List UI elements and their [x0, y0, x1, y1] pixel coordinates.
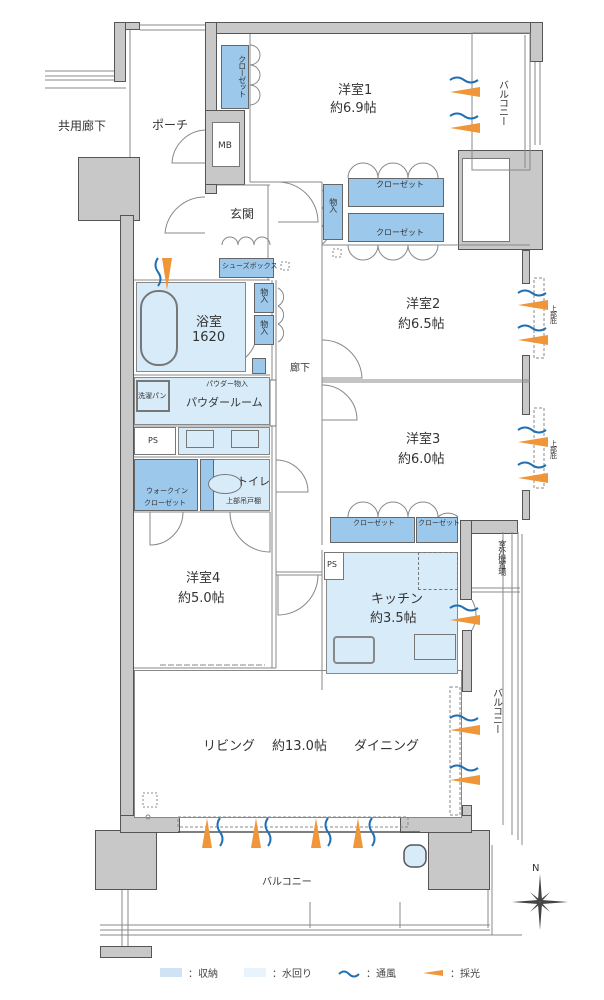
legend-wet-swatch: [244, 968, 266, 977]
compass-north-label: N: [532, 863, 540, 874]
walk-in-label-2: クローゼット: [144, 499, 186, 507]
kitchen-sink: [333, 636, 375, 664]
ldk-area-label: 約13.0帖: [272, 739, 327, 754]
walk-in-closet: [134, 459, 198, 511]
legend-storage-swatch: [160, 968, 182, 977]
wall-balcony-foot: [100, 946, 152, 958]
shoes-box: [219, 258, 274, 278]
closet-top-2: [348, 213, 444, 242]
shoes-box-label: シューズボックス: [222, 262, 278, 270]
closet-top-2-label: クローゼット: [376, 228, 424, 237]
ps-label-left: PS: [148, 436, 158, 445]
western4-area: 約5.0帖: [178, 591, 225, 606]
wall-ldk-right1: [462, 630, 472, 692]
western1-name: 洋室1: [338, 83, 373, 98]
upper-cabinet-label: 上部吊戸棚: [226, 497, 261, 505]
porch-label: ポーチ: [152, 118, 189, 132]
bedroom2-window-icons: [517, 289, 548, 345]
ps-box-left: [134, 427, 176, 455]
storage-hall-3: [254, 315, 274, 345]
closet-bedroom1: [221, 45, 249, 109]
balcony-bottom-label: バルコニー: [262, 877, 312, 888]
mb-label: MB: [218, 141, 232, 151]
wall-right-seg3: [522, 355, 530, 415]
mb-box: [212, 122, 240, 167]
legend-daylight-label: ：採光: [450, 969, 480, 980]
outdoor-unit-label: 室外機置場: [497, 540, 507, 575]
bath-name: 浴室: [196, 315, 223, 330]
wall-kitchen-right: [460, 520, 472, 600]
wall-left-pillar: [78, 157, 140, 221]
storage-hall-1-label: 物入: [328, 198, 338, 212]
legend-ventilation-icon: [338, 970, 360, 977]
western2-name: 洋室2: [406, 297, 441, 312]
wall-right-seg2: [522, 250, 530, 284]
ldk-bottom-window-icons: [202, 817, 376, 848]
upper-eaves-label-2: 上部庇: [549, 440, 558, 458]
closet-bottom-2-label: クローゼット: [418, 519, 460, 527]
bath-window-icons: [154, 257, 172, 290]
powder-storage: [252, 358, 266, 374]
wall-entry-leftpost: [114, 22, 126, 82]
kitchen-window-icons: [449, 604, 480, 625]
western3-name: 洋室3: [406, 432, 441, 447]
bedroom3-window-icons: [517, 426, 548, 483]
closet-top-1: [348, 178, 444, 207]
ldk-right-window-icons: [449, 714, 480, 785]
western1-area: 約6.9帖: [330, 101, 377, 116]
storage-hall-1: [323, 184, 343, 240]
bathtub: [140, 290, 178, 366]
closet-bottom-2: [416, 517, 458, 543]
storage-hall-2-label: 物入: [259, 288, 269, 302]
bath-size: 1620: [192, 330, 226, 345]
legend-daylight-icon: [423, 969, 443, 976]
toilet-label: トイレ: [237, 475, 270, 488]
walk-in-label-1: ウォークイン: [146, 487, 188, 495]
bedroom1-window-icons: [449, 76, 480, 133]
closet-top-1-label: クローゼット: [376, 180, 424, 189]
storage-hall-3-label: 物入: [259, 320, 269, 334]
legend-storage-label: ：収納: [188, 969, 218, 980]
western4-name: 洋室4: [186, 571, 221, 586]
entrance-label: 玄関: [230, 207, 255, 221]
ps-label-kitchen: PS: [327, 560, 337, 569]
closet-bedroom1-label: クローゼット: [237, 55, 247, 97]
upper-eaves-label-1: 上部庇: [549, 305, 558, 323]
kitchen-area-label: 約3.5帖: [370, 611, 417, 626]
sink-left: [186, 430, 214, 448]
western2-area: 約6.5帖: [398, 317, 445, 332]
compass-icon: [512, 874, 568, 930]
common-corridor-label: 共用廊下: [58, 119, 107, 133]
ps-box-kitchen: [324, 552, 344, 580]
powder-room-label: パウダールーム: [186, 396, 263, 409]
legend: ：収納 ：水回り ：通風 ：採光: [160, 965, 480, 980]
western3-area: 約6.0帖: [398, 452, 445, 467]
wall-right-seg4: [522, 490, 530, 520]
sink-right: [231, 430, 259, 448]
balcony-right-label: バルコニー: [490, 688, 502, 733]
closet-bottom-1-label: クローゼット: [353, 519, 395, 527]
kitchen-hood: [418, 552, 458, 590]
dining-label: ダイニング: [354, 739, 420, 754]
closet-bottom-1: [330, 517, 415, 543]
wall-right-inner: [462, 158, 510, 242]
laundry-pan-label: 洗濯パン: [138, 392, 167, 400]
powder-storage-label: パウダー物入: [206, 380, 248, 388]
hallway-label: 廊下: [290, 363, 310, 374]
kitchen-name: キッチン: [371, 592, 424, 607]
laundry-pan-box: [136, 380, 170, 412]
storage-hall-2: [254, 283, 274, 313]
ldk-floor: [134, 670, 462, 818]
legend-wet-label: ：水回り: [272, 969, 312, 980]
balcony1-label: バルコニー: [496, 80, 508, 125]
living-label: リビング: [203, 739, 256, 754]
toilet-bowl: [208, 474, 242, 494]
kitchen-stove: [414, 634, 456, 660]
legend-ventilation-label: ：通風: [366, 969, 396, 980]
